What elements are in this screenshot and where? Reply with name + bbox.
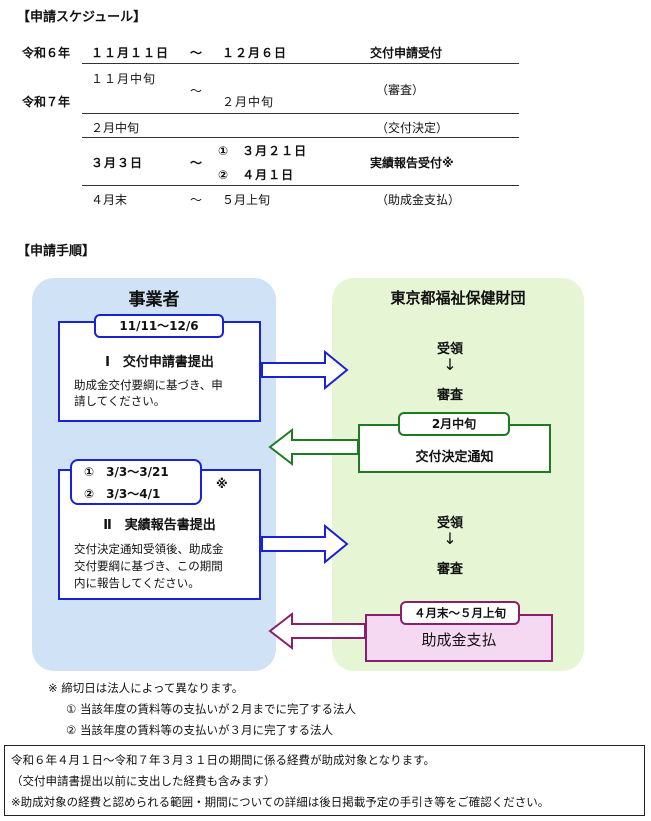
decision-period: 2月中旬	[398, 412, 510, 436]
submit-application-arrow-icon	[261, 349, 349, 391]
step1-period: 11/11～12/6	[94, 314, 224, 338]
receive-label-1: 受領	[436, 342, 463, 357]
step2-desc-line: 交付決定通知受領後、助成金	[74, 542, 224, 556]
step1-desc-line: 助成金交付要綱に基づき、申	[74, 378, 223, 392]
submit-report-arrow-icon	[261, 523, 349, 565]
note-main: ※ 締切日は法人によって異なります。	[48, 681, 244, 695]
year-r6: 令和６年	[22, 46, 71, 60]
decision-title: 交付決定通知	[415, 450, 494, 465]
payment-period: ４月末～５月上旬	[400, 601, 520, 625]
row1-start: １１月１１日	[91, 46, 170, 60]
footer-line: ※助成対象の経費と認められる範囲・期間についての詳細は後日掲載予定の手引き等をご…	[11, 795, 550, 809]
down-arrow-icon: ↓	[443, 529, 457, 548]
row3-desc: （交付決定）	[376, 121, 449, 135]
row1-tilde: ～	[190, 46, 203, 60]
step2-period2: ② 3/3～4/1	[84, 487, 161, 501]
row1-desc: 交付申請受付	[370, 46, 443, 60]
review-label-1: 審査	[436, 388, 463, 403]
row2-end: ２月中旬	[222, 95, 275, 109]
applicant-title: 事業者	[128, 290, 180, 310]
step2-mark: ※	[216, 477, 228, 491]
down-arrow-icon: ↓	[443, 355, 457, 374]
row4-tilde: ～	[190, 156, 203, 170]
row4-start: ３月３日	[91, 156, 144, 170]
row2-desc: （審査）	[376, 83, 425, 97]
step2-desc-line: 交付要綱に基づき、この期間	[74, 559, 223, 573]
decision-notice-arrow-icon	[268, 427, 359, 467]
year-r7: 令和７年	[22, 95, 71, 109]
note-item-1: ① 当該年度の賃料等の支払いが２月までに完了する法人	[66, 702, 356, 716]
step1-title: Ⅰ 交付申請書提出	[105, 355, 214, 370]
row5-end: ５月上旬	[222, 193, 271, 207]
review-label-2: 審査	[436, 562, 463, 577]
step1-desc-line: 請してください。	[74, 394, 166, 408]
row2-tilde: ～	[190, 84, 203, 98]
payment-arrow-icon	[268, 611, 366, 651]
schedule-heading: 【申請スケジュール】	[17, 10, 147, 25]
row4-end2: ② ４月１日	[218, 168, 295, 182]
row2-start: １１月中旬	[91, 72, 157, 86]
step2-period1: ① 3/3～3/21	[84, 465, 169, 479]
step2-desc-line: 内に報告してください。	[74, 576, 200, 590]
footer-box: 令和６年４月１日～令和７年３月３１日の期間に係る経費が助成対象となります。 （交…	[4, 745, 645, 816]
step1-desc: 助成金交付要綱に基づき、申 請してください。	[74, 377, 223, 409]
footer-line: 令和６年４月１日～令和７年３月３１日の期間に係る経費が助成対象となります。	[11, 753, 436, 767]
foundation-title: 東京都福祉保健財団	[390, 289, 526, 307]
note-item-2: ② 当該年度の賃料等の支払いが３月に完了する法人	[66, 723, 333, 737]
row4-desc: 実績報告受付※	[370, 156, 454, 170]
row1-end: １２月６日	[222, 46, 288, 60]
step2-period-tag	[70, 459, 202, 505]
step2-title: Ⅱ 実績報告書提出	[103, 518, 216, 533]
decision-box	[358, 424, 551, 473]
row5-start: ４月末	[91, 193, 128, 207]
footer-line: （交付申請書提出以前に支出した経費も含みます）	[11, 774, 276, 788]
schedule-divider	[82, 113, 519, 114]
row3-start: ２月中旬	[91, 121, 140, 135]
schedule-divider	[82, 63, 519, 64]
procedure-heading: 【申請手順】	[17, 244, 96, 259]
receive-label-2: 受領	[436, 516, 463, 531]
row5-tilde: ～	[190, 193, 203, 207]
row5-desc: （助成金支払）	[376, 193, 461, 207]
schedule-divider	[82, 137, 519, 138]
payment-title: 助成金支払	[421, 631, 497, 649]
step2-desc: 交付決定通知受領後、助成金 交付要綱に基づき、この期間 内に報告してください。	[74, 541, 224, 592]
row4-end1: ① ３月２１日	[218, 144, 308, 158]
schedule-divider	[82, 185, 519, 186]
